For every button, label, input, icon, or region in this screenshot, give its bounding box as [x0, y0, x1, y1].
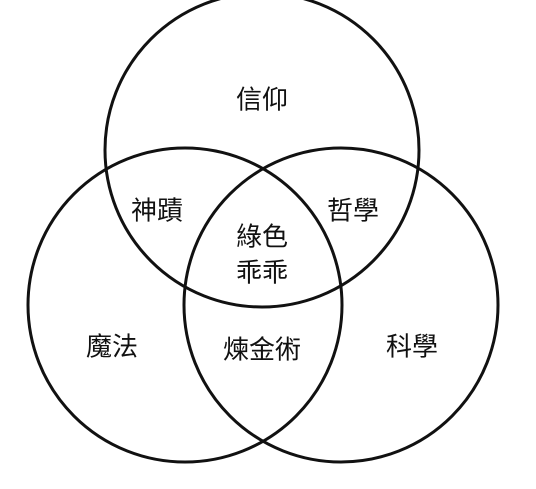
label-left-only: 魔法	[86, 333, 138, 363]
label-center-line1: 綠色	[236, 223, 288, 253]
label-top-only: 信仰	[236, 86, 288, 116]
right-circle	[182, 146, 500, 464]
label-center-line2: 乖乖	[236, 259, 288, 289]
label-bottom-left-right: 煉金術	[223, 336, 301, 366]
top-circle	[103, 0, 421, 309]
left-circle	[26, 146, 344, 464]
label-top-left: 神蹟	[131, 197, 183, 227]
label-right-only: 科學	[386, 333, 438, 363]
label-top-right: 哲學	[327, 197, 379, 227]
